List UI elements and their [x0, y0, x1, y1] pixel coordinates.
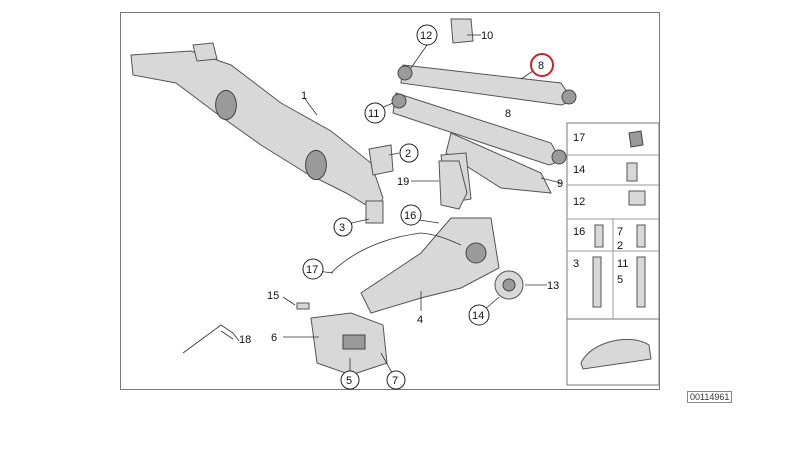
callout-18: 18 — [239, 334, 251, 346]
svg-text:8: 8 — [505, 108, 511, 120]
svg-text:12: 12 — [420, 30, 432, 42]
callout-12: 12 — [416, 24, 438, 46]
leader-lines — [220, 34, 562, 381]
control-arms-drawing — [391, 64, 577, 194]
rear-axle-parts-diagram: 1 2 3 4 5 6 7 8 8 9 10 11 12 13 14 15 16… — [130, 18, 660, 390]
brake-caliper-drawing — [310, 312, 388, 376]
svg-text:7: 7 — [617, 226, 623, 238]
svg-text:11: 11 — [368, 108, 379, 120]
callout-11: 11 — [364, 102, 386, 124]
callout-10: 10 — [481, 30, 493, 42]
callout-17: 17 — [302, 258, 324, 280]
callout-15: 15 — [267, 290, 279, 302]
svg-text:14: 14 — [573, 164, 585, 176]
callout-19: 19 — [397, 176, 409, 188]
svg-text:15: 15 — [267, 290, 279, 302]
svg-text:16: 16 — [573, 226, 585, 238]
callout-4: 4 — [417, 314, 423, 326]
callout-14: 14 — [468, 304, 490, 326]
svg-text:2: 2 — [405, 148, 411, 160]
bushing-drawing — [438, 160, 468, 210]
svg-text:5: 5 — [617, 274, 623, 286]
callout-8-highlight: 8 — [530, 53, 554, 77]
svg-text:8: 8 — [538, 60, 544, 72]
rear-subframe-drawing — [130, 42, 384, 224]
diagram-frame: 1 2 3 4 5 6 7 8 8 9 10 11 12 13 14 15 16… — [120, 12, 733, 403]
svg-text:6: 6 — [271, 332, 277, 344]
svg-text:3: 3 — [573, 258, 579, 270]
callout-6: 6 — [271, 332, 277, 344]
svg-text:17: 17 — [573, 132, 585, 144]
svg-text:17: 17 — [306, 264, 318, 276]
svg-text:16: 16 — [404, 210, 416, 222]
callout-13: 13 — [547, 280, 559, 292]
svg-text:2: 2 — [617, 240, 623, 252]
svg-text:14: 14 — [472, 310, 484, 322]
callout-1: 1 — [301, 90, 307, 102]
callout-9: 9 — [557, 178, 563, 190]
side-panel-labels: 17 14 12 16 7 2 3 11 5 — [573, 132, 628, 286]
wheel-carrier-drawing — [360, 217, 524, 314]
svg-text:5: 5 — [346, 375, 352, 387]
sensor-cable-drawing — [182, 232, 462, 354]
svg-text:11: 11 — [617, 258, 628, 270]
catalog-code: 00114961 — [687, 391, 733, 403]
svg-text:3: 3 — [339, 222, 345, 234]
svg-text:10: 10 — [481, 30, 493, 42]
callout-7: 7 — [386, 370, 406, 390]
svg-text:18: 18 — [239, 334, 251, 346]
svg-text:1: 1 — [301, 90, 307, 102]
callout-16: 16 — [400, 204, 422, 226]
svg-text:13: 13 — [547, 280, 559, 292]
svg-text:19: 19 — [397, 176, 409, 188]
svg-text:12: 12 — [573, 196, 585, 208]
svg-text:7: 7 — [392, 375, 398, 387]
callout-3: 3 — [333, 217, 353, 237]
svg-text:9: 9 — [557, 178, 563, 190]
callout-2: 2 — [399, 143, 419, 163]
svg-text:4: 4 — [417, 314, 423, 326]
callout-5: 5 — [340, 370, 360, 390]
callout-8: 8 — [505, 108, 511, 120]
fastener-side-panel — [566, 122, 660, 386]
highlight-ring — [530, 53, 554, 77]
